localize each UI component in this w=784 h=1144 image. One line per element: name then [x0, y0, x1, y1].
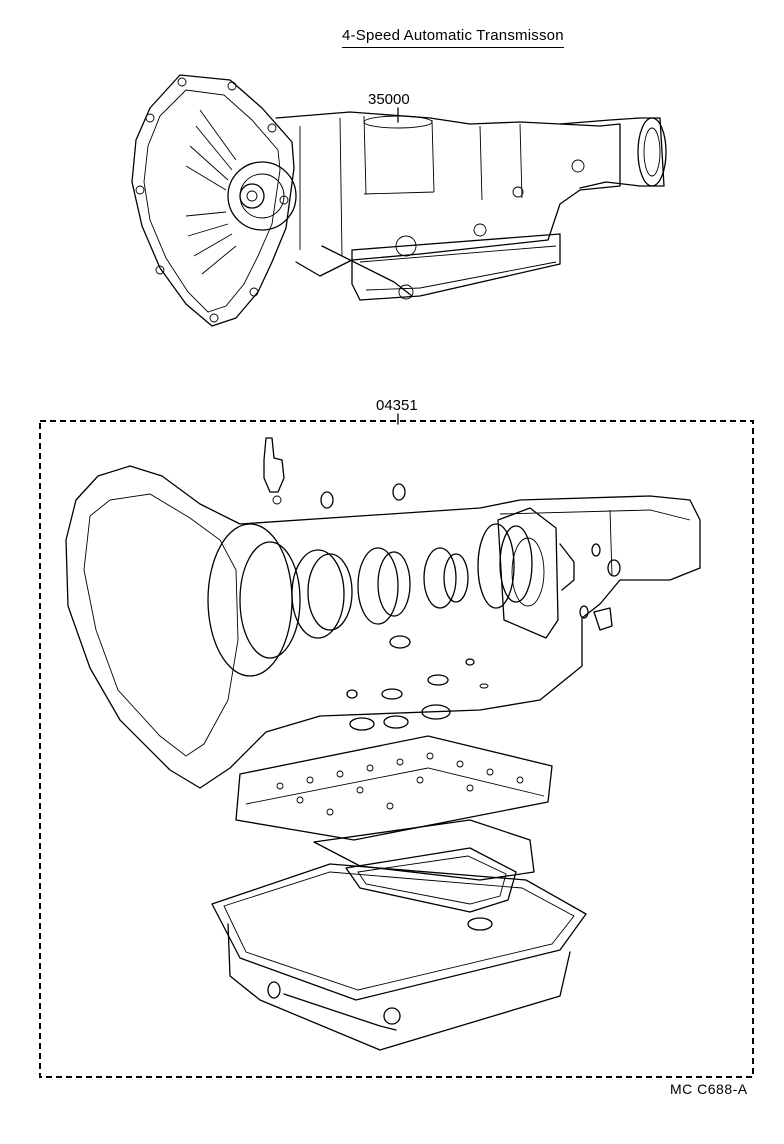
transmission-assembly-icon	[131, 74, 667, 327]
overhaul-gasket-kit-icon	[65, 437, 701, 1051]
part-number-04351: 04351	[376, 397, 418, 414]
diagram-title: 4-Speed Automatic Transmisson	[342, 27, 564, 48]
part-number-35000: 35000	[368, 91, 410, 108]
figure-code: MC C688-A	[670, 1081, 748, 1097]
kit-boundary	[39, 420, 754, 1078]
